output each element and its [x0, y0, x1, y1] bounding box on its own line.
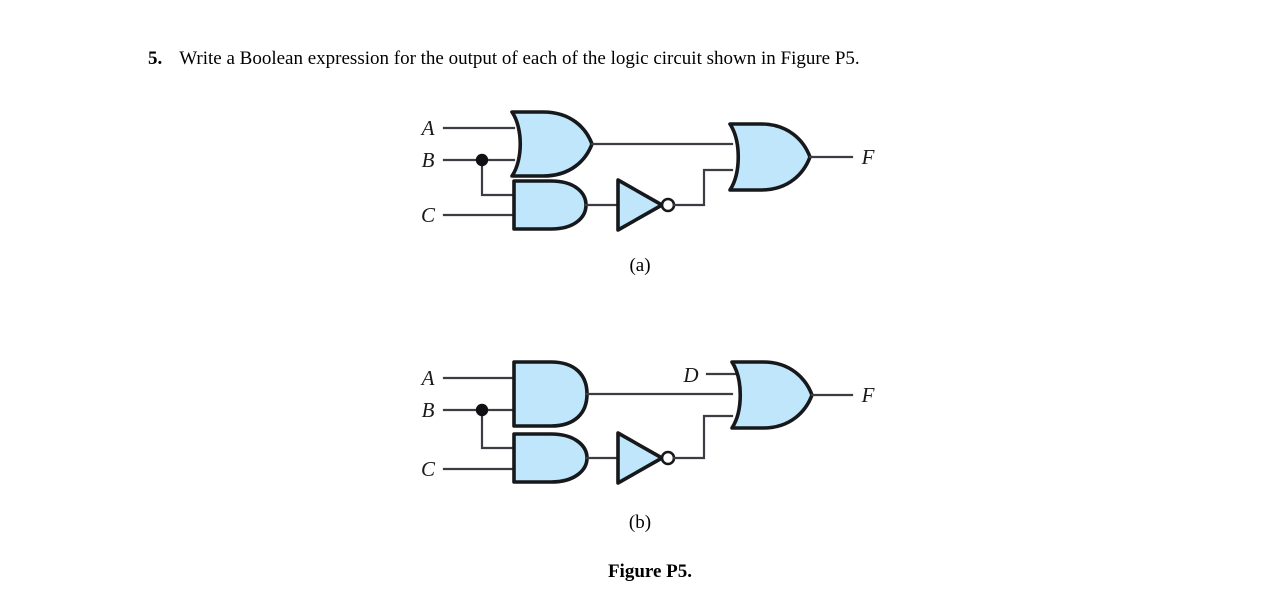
input-label-c: C — [421, 203, 436, 227]
and-gate-1[interactable] — [512, 360, 589, 428]
question-heading: 5. Write a Boolean expression for the ou… — [148, 48, 860, 70]
not-gate-1[interactable] — [616, 178, 664, 232]
and-gate-2[interactable] — [512, 432, 589, 484]
or-gate-1[interactable] — [730, 360, 814, 430]
input-label-b: B — [422, 398, 435, 422]
or-gate-2[interactable] — [728, 122, 812, 192]
caption-b: (b) — [628, 512, 652, 533]
caption-a: (a) — [629, 255, 651, 276]
wire-not-to-or2 — [672, 168, 734, 207]
question-number: 5. — [148, 48, 163, 69]
wire-not-to-or — [672, 414, 734, 460]
or-gate-1[interactable] — [510, 110, 594, 178]
wire-b-branch — [480, 408, 516, 450]
and-gate-1[interactable] — [512, 179, 588, 231]
question-text: Write a Boolean expression for the outpu… — [179, 48, 860, 69]
not-gate-1[interactable] — [616, 431, 664, 485]
figure-title: Figure P5. — [607, 561, 693, 582]
inverter-bubble-icon — [660, 450, 676, 466]
input-label-a: A — [420, 366, 435, 390]
logic-circuit-b-diagram: A B C D F — [420, 360, 875, 485]
input-label-d: D — [682, 363, 698, 387]
input-label-b: B — [422, 148, 435, 172]
output-label-f: F — [861, 145, 875, 169]
wire-b-branch — [480, 158, 516, 197]
logic-circuit-a-diagram: A B C F — [420, 110, 875, 232]
inverter-bubble-icon — [660, 197, 676, 213]
junction-dot-b — [475, 153, 489, 167]
output-label-f: F — [861, 383, 875, 407]
junction-dot-b — [475, 403, 489, 417]
input-label-a: A — [420, 116, 435, 140]
input-label-c: C — [421, 457, 436, 481]
